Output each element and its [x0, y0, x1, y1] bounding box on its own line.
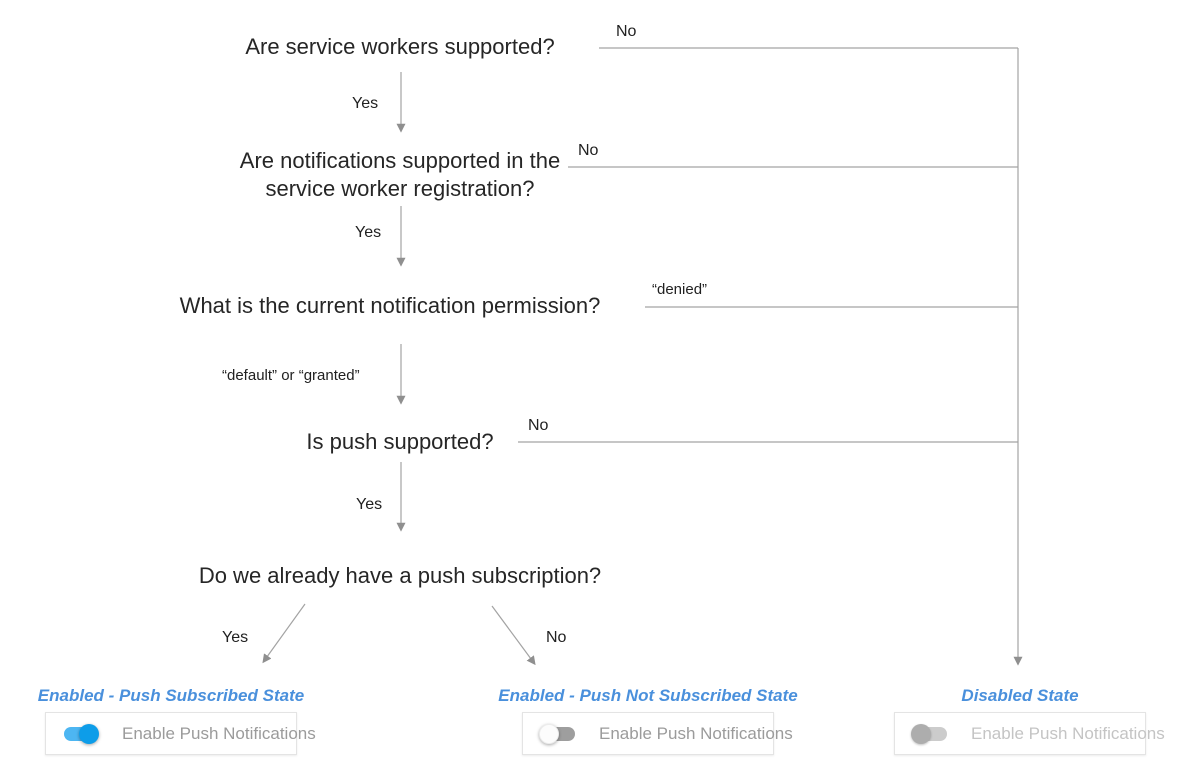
- edge-label-q2-yes: Yes: [355, 224, 382, 241]
- question-notifications-supported: Are notifications supported in the servi…: [239, 148, 561, 201]
- outcome-title-enabled-not-subscribed: Enabled - Push Not Subscribed State: [498, 686, 798, 705]
- push-toggle-off[interactable]: [539, 723, 577, 744]
- enable-push-label: Enable Push Notifications: [122, 723, 316, 743]
- edge-label-q3-default-or-granted: “default” or “granted”: [222, 367, 360, 384]
- outcome-disabled: Disabled State Enable Push Notifications: [880, 686, 1165, 755]
- edge-label-q1-no: No: [616, 23, 637, 40]
- edge-label-q4-no: No: [528, 417, 549, 434]
- outcome-title-enabled-subscribed: Enabled - Push Subscribed State: [37, 686, 305, 705]
- push-toggle-card-not-subscribed: Enable Push Notifications: [522, 712, 793, 755]
- edge-label-q2-no: No: [578, 142, 599, 159]
- question-notification-permission: What is the current notification permiss…: [179, 293, 601, 318]
- push-toggle-card-subscribed: Enable Push Notifications: [45, 712, 316, 755]
- edge-label-q3-denied: “denied”: [652, 281, 708, 298]
- edge-label-q1-yes: Yes: [352, 95, 379, 112]
- question-push-supported: Is push supported?: [306, 429, 494, 454]
- toggle-knob: [539, 723, 559, 744]
- push-toggle-disabled: [911, 723, 949, 744]
- enable-push-label: Enable Push Notifications: [971, 723, 1165, 743]
- push-toggle-on[interactable]: [64, 723, 100, 744]
- edge-label-q4-yes: Yes: [356, 496, 383, 513]
- toggle-knob: [79, 723, 99, 744]
- enable-push-label: Enable Push Notifications: [599, 723, 793, 743]
- question-service-workers-supported: Are service workers supported?: [245, 34, 555, 59]
- edge-label-q5-yes: Yes: [222, 629, 249, 646]
- toggle-knob: [911, 723, 931, 744]
- edge-label-q5-no: No: [546, 629, 567, 646]
- push-toggle-card-disabled: Enable Push Notifications: [894, 712, 1165, 755]
- outcome-enabled-push-not-subscribed: Enabled - Push Not Subscribed State Enab…: [488, 686, 808, 755]
- question-existing-push-subscription: Do we already have a push subscription?: [198, 563, 602, 588]
- outcome-enabled-push-subscribed: Enabled - Push Subscribed State Enable P…: [30, 686, 316, 755]
- outcome-title-disabled: Disabled State: [961, 686, 1079, 705]
